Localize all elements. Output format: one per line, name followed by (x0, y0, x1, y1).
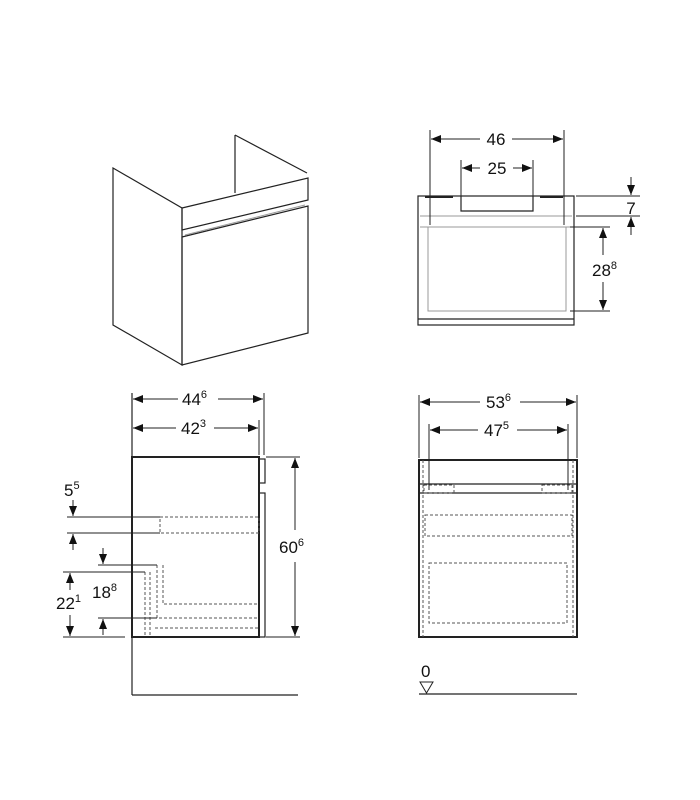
top-view: 46 25 7 288 (417, 130, 640, 326)
front-view: 536 475 0 (418, 392, 578, 695)
dim-28-8: 288 (592, 260, 617, 280)
dim-53-6: 536 (486, 392, 511, 412)
dim-46: 46 (487, 130, 506, 149)
floor-level-label: 0 (421, 662, 430, 681)
dim-60-6: 606 (279, 537, 304, 557)
dim-25: 25 (488, 159, 507, 178)
dim-7: 7 (626, 199, 635, 218)
dim-47-5: 475 (484, 420, 509, 440)
side-view: 446 423 606 55 188 221 (56, 389, 304, 696)
dim-44-6: 446 (182, 389, 207, 409)
isometric-view (112, 134, 309, 367)
dim-42-3: 423 (181, 418, 206, 438)
level-triangle-icon (419, 681, 434, 694)
dim-22-1: 221 (56, 593, 81, 613)
dim-5-5: 55 (64, 480, 80, 500)
dim-18-8: 188 (92, 582, 117, 602)
